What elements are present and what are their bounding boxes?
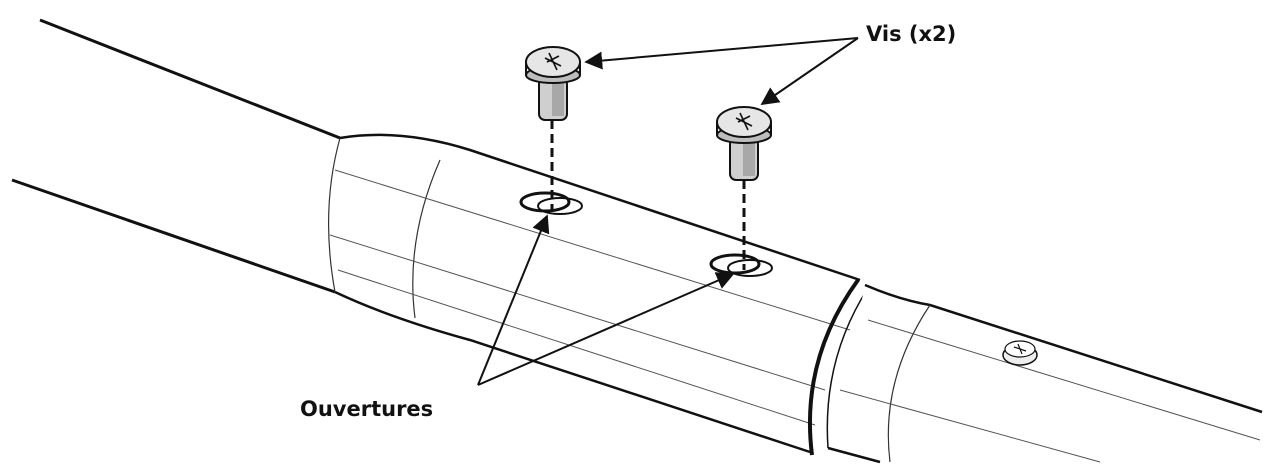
left-tube-section <box>11 18 341 294</box>
screw-leader-arrows <box>584 37 859 106</box>
openings-label: Ouvertures <box>300 397 434 421</box>
right-tube-section <box>827 283 1263 464</box>
screw-1 <box>525 46 581 121</box>
opening-hole-1 <box>519 191 583 215</box>
screws-label: Vis (x2) <box>866 22 957 46</box>
band-ring <box>808 278 869 456</box>
opening-leader-arrows <box>477 214 735 386</box>
opening-hole-2 <box>709 253 773 277</box>
small-screw-head <box>1002 340 1038 366</box>
screw-2 <box>716 106 772 181</box>
sleeve-body <box>328 133 861 455</box>
